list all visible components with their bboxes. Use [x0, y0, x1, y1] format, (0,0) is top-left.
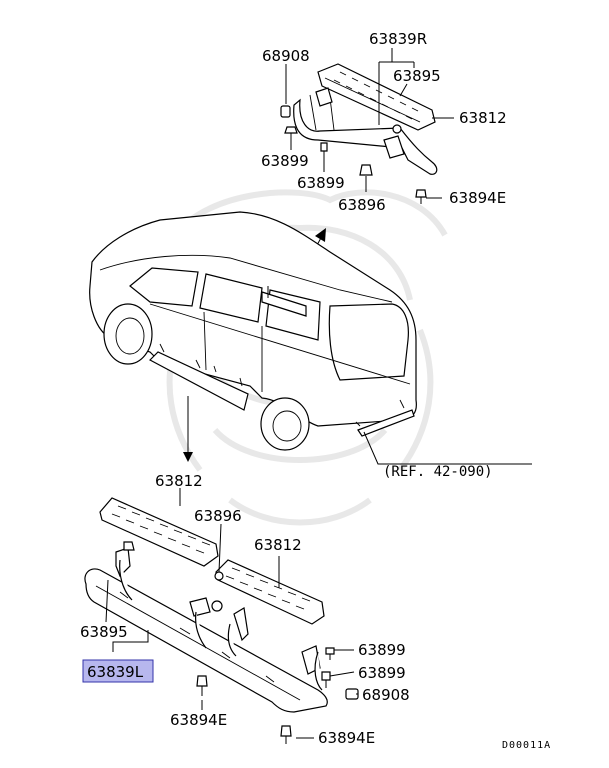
- callout-63895-top: 63895: [393, 67, 441, 85]
- callout-63812-bottom-a: 63812: [155, 472, 203, 490]
- vehicle-illustration: [89, 211, 417, 451]
- callout-63899-bottom-a: 63899: [358, 641, 406, 659]
- callout-63896-top: 63896: [338, 196, 386, 214]
- callout-63812-top: 63812: [459, 109, 507, 127]
- diagram-code: D00011A: [502, 740, 551, 751]
- highlighted-part-callout[interactable]: 63839L: [82, 659, 154, 683]
- callout-63894E-bottom-b: 63894E: [318, 729, 375, 747]
- ref-leader-line: [363, 431, 532, 465]
- top-leader-lines: [285, 48, 454, 199]
- callout-63895-bottom: 63895: [80, 623, 128, 641]
- callout-63899-top-a: 63899: [261, 152, 309, 170]
- arrow-down-icon: [183, 396, 193, 462]
- ref-label: (REF. 42-090): [383, 464, 493, 480]
- bottom-leader-lines: [105, 488, 358, 739]
- callout-63899-bottom-b: 63899: [358, 664, 406, 682]
- callout-63894E-bottom-a: 63894E: [170, 711, 227, 729]
- callout-63812-bottom-b: 63812: [254, 536, 302, 554]
- bottom-step-assembly: [84, 497, 359, 744]
- top-step-assembly: [280, 63, 438, 204]
- callout-63896-bottom: 63896: [194, 507, 242, 525]
- callout-63839R: 63839R: [369, 30, 427, 48]
- callout-68908-top: 68908: [262, 47, 310, 65]
- callout-68908-bottom: 68908: [362, 686, 410, 704]
- callout-63839L[interactable]: 63839L: [87, 663, 144, 681]
- callout-63899-top-b: 63899: [297, 174, 345, 192]
- callout-63894E-top: 63894E: [449, 189, 506, 207]
